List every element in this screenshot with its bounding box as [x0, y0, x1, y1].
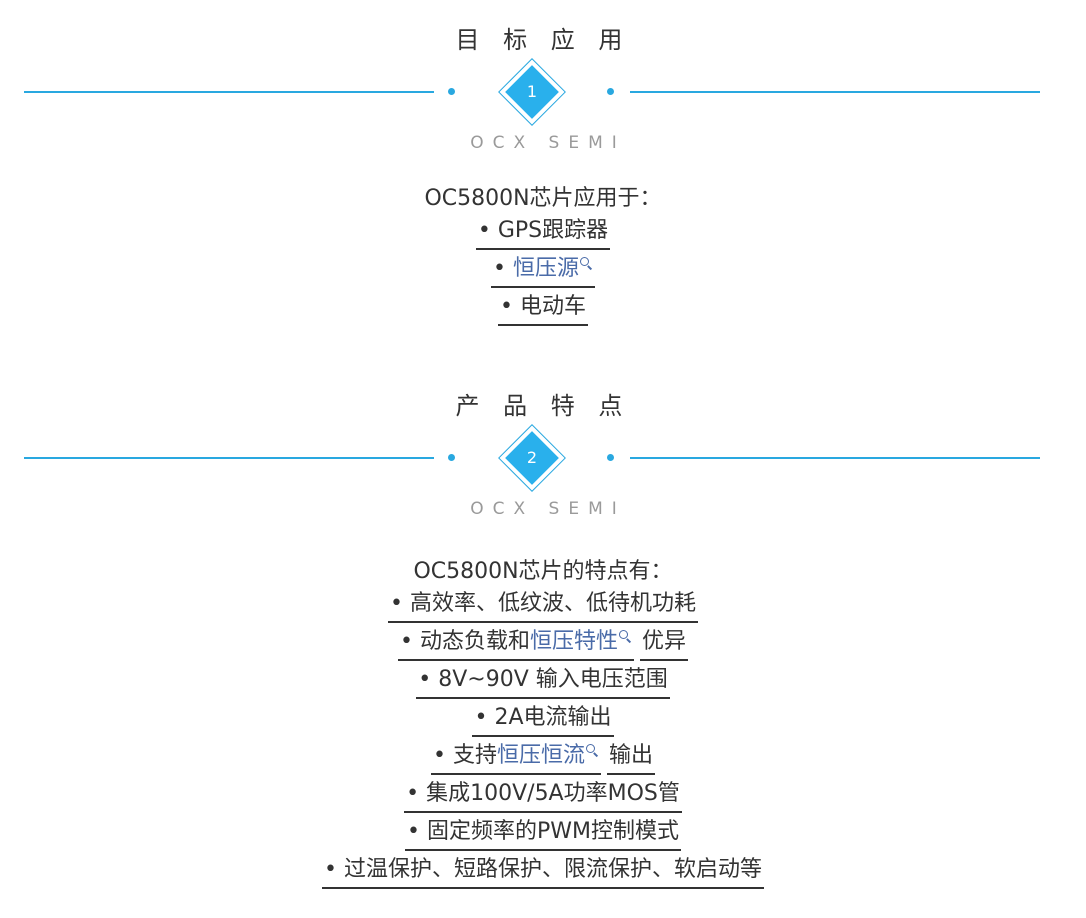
- list-item-text: 高效率、低纹波、低待机功耗: [409, 591, 696, 616]
- section-title-target-applications: 目 标 应 用: [455, 26, 631, 54]
- list-item: • 动态负载和恒压特性优异: [0, 625, 1086, 663]
- list-item: • 过温保护、短路保护、限流保护、软启动等: [0, 853, 1086, 891]
- list-item: • 8V~90V 输入电压范围: [0, 663, 1086, 701]
- bullet-mark: •: [474, 705, 488, 730]
- divider-line-left: [24, 91, 434, 93]
- section-number: 2: [526, 448, 538, 467]
- divider-line-left: [24, 457, 434, 459]
- brand-label: OCX SEMI: [470, 499, 626, 519]
- feature-list: • 高效率、低纹波、低待机功耗 • 动态负载和恒压特性优异 • 8V~90V 输…: [0, 587, 1086, 891]
- section-divider-2: 2: [0, 424, 1086, 492]
- divider-dot-right: [607, 454, 614, 461]
- divider-line-right: [630, 457, 1040, 459]
- bullet-mark: •: [390, 591, 403, 616]
- list-item-text: 8V~90V 输入电压范围: [438, 667, 668, 692]
- keyword-link[interactable]: 恒压源: [512, 256, 579, 281]
- list-item-text: 优异: [642, 629, 687, 654]
- list-item: • 固定频率的PWM控制模式: [0, 815, 1086, 853]
- keyword-link[interactable]: 恒压特性: [529, 629, 618, 654]
- list-item-text: 过温保护、短路保护、限流保护、软启动等: [343, 857, 762, 882]
- list-item-text: GPS跟踪器: [497, 218, 609, 243]
- bullet-mark: •: [324, 857, 337, 882]
- section-title-product-features: 产 品 特 点: [455, 392, 631, 420]
- divider-dot-left: [448, 454, 455, 461]
- list-item: • 集成100V/5A功率MOS管: [0, 777, 1086, 815]
- brand-label: OCX SEMI: [470, 133, 626, 153]
- list-item: • 高效率、低纹波、低待机功耗: [0, 587, 1086, 625]
- intro-text: OC5800N芯片应用于：: [424, 186, 662, 211]
- magnifier-icon[interactable]: [618, 629, 632, 643]
- list-item-text: 集成100V/5A功率MOS管: [426, 781, 680, 806]
- section-number-badge: 2: [498, 424, 566, 492]
- divider-line-right: [630, 91, 1040, 93]
- bullet-mark: •: [500, 294, 513, 319]
- list-item: • 2A电流输出: [0, 701, 1086, 739]
- list-item-text: 支持: [452, 743, 497, 768]
- magnifier-icon[interactable]: [585, 743, 599, 757]
- application-list: • GPS跟踪器 • 恒压源 • 电动车: [0, 214, 1086, 328]
- section-number: 1: [526, 82, 538, 101]
- list-item-text: 2A电流输出: [494, 705, 612, 730]
- bullet-mark: •: [418, 667, 432, 692]
- magnifier-icon[interactable]: [579, 256, 593, 270]
- list-item: • 支持恒压恒流输出: [0, 739, 1086, 777]
- section-divider-1: 1: [0, 58, 1086, 126]
- bullet-mark: •: [493, 256, 506, 281]
- bullet-mark: •: [477, 218, 491, 243]
- keyword-link[interactable]: 恒压恒流: [496, 743, 585, 768]
- section-number-badge: 1: [498, 58, 566, 126]
- list-item-text: 输出: [609, 743, 654, 768]
- list-item-text: 电动车: [519, 294, 586, 319]
- list-item-text: 动态负载和: [419, 629, 530, 654]
- list-item: • 电动车: [0, 290, 1086, 328]
- divider-dot-right: [607, 88, 614, 95]
- bullet-mark: •: [406, 781, 420, 806]
- bullet-mark: •: [432, 743, 446, 768]
- list-item: • 恒压源: [0, 252, 1086, 290]
- divider-dot-left: [448, 88, 455, 95]
- list-item: • GPS跟踪器: [0, 214, 1086, 252]
- list-item-text: 固定频率的PWM控制模式: [426, 819, 679, 844]
- bullet-mark: •: [399, 629, 413, 654]
- bullet-mark: •: [407, 819, 420, 844]
- intro-text: OC5800N芯片的特点有：: [413, 559, 673, 584]
